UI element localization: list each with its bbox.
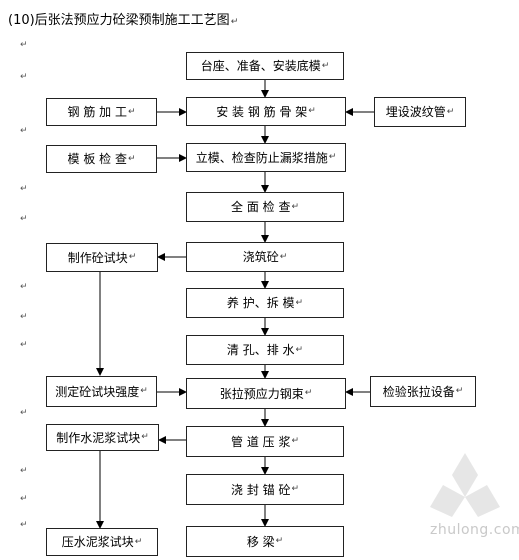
step-full-inspection: 全 面 检 查↵ — [186, 192, 344, 222]
input-check-tension-equipment: 检验张拉设备↵ — [370, 376, 476, 407]
step-tension-strands: 张拉预应力钢束↵ — [186, 378, 346, 409]
watermark-logo — [430, 453, 500, 517]
input-embed-corrugated-duct: 埋设波纹管↵ — [374, 97, 466, 127]
step-seal-anchor-concrete: 浇 封 锚 砼↵ — [186, 474, 344, 505]
paragraph-mark: ↵ — [20, 520, 28, 530]
output-make-grout-sample: 制作水泥浆试块↵ — [46, 424, 159, 451]
step-pour-concrete: 浇筑砼↵ — [186, 242, 344, 272]
diagram-title: (10)后张法预应力砼梁预制施工工艺图↵ — [8, 13, 239, 28]
paragraph-mark: ↵ — [20, 312, 28, 322]
input-formwork-check: 模 板 检 查↵ — [46, 145, 157, 173]
input-test-sample-strength: 测定砼试块强度↵ — [46, 376, 157, 407]
paragraph-mark: ↵ — [20, 466, 28, 476]
node-press-grout-sample: 压水泥浆试块↵ — [46, 528, 158, 556]
paragraph-mark: ↵ — [20, 72, 28, 82]
paragraph-mark: ↵ — [20, 126, 28, 136]
step-duct-grouting: 管 道 压 浆↵ — [186, 426, 344, 457]
paragraph-mark: ↵ — [20, 408, 28, 418]
paragraph-mark: ↵ — [20, 40, 28, 50]
step-prepare-base: 台座、准备、安装底模↵ — [186, 52, 344, 80]
input-rebar-processing: 钢 筋 加 工↵ — [46, 98, 157, 126]
step-install-rebar-cage: 安 装 钢 筋 骨 架↵ — [186, 97, 346, 126]
paragraph-mark: ↵ — [20, 184, 28, 194]
paragraph-mark: ↵ — [20, 494, 28, 504]
paragraph-mark: ↵ — [20, 340, 28, 350]
watermark-text: zhulong.com — [430, 522, 519, 538]
step-cure-strip-formwork: 养 护、拆 模↵ — [186, 288, 344, 318]
step-clean-holes-drain: 清 孔、排 水↵ — [186, 335, 344, 365]
step-erect-formwork: 立模、检查防止漏浆措施↵ — [186, 143, 346, 172]
step-move-beam: 移 梁↵ — [186, 526, 344, 557]
paragraph-mark: ↵ — [20, 282, 28, 292]
output-make-concrete-sample: 制作砼试块↵ — [46, 243, 158, 272]
paragraph-mark: ↵ — [20, 214, 28, 224]
